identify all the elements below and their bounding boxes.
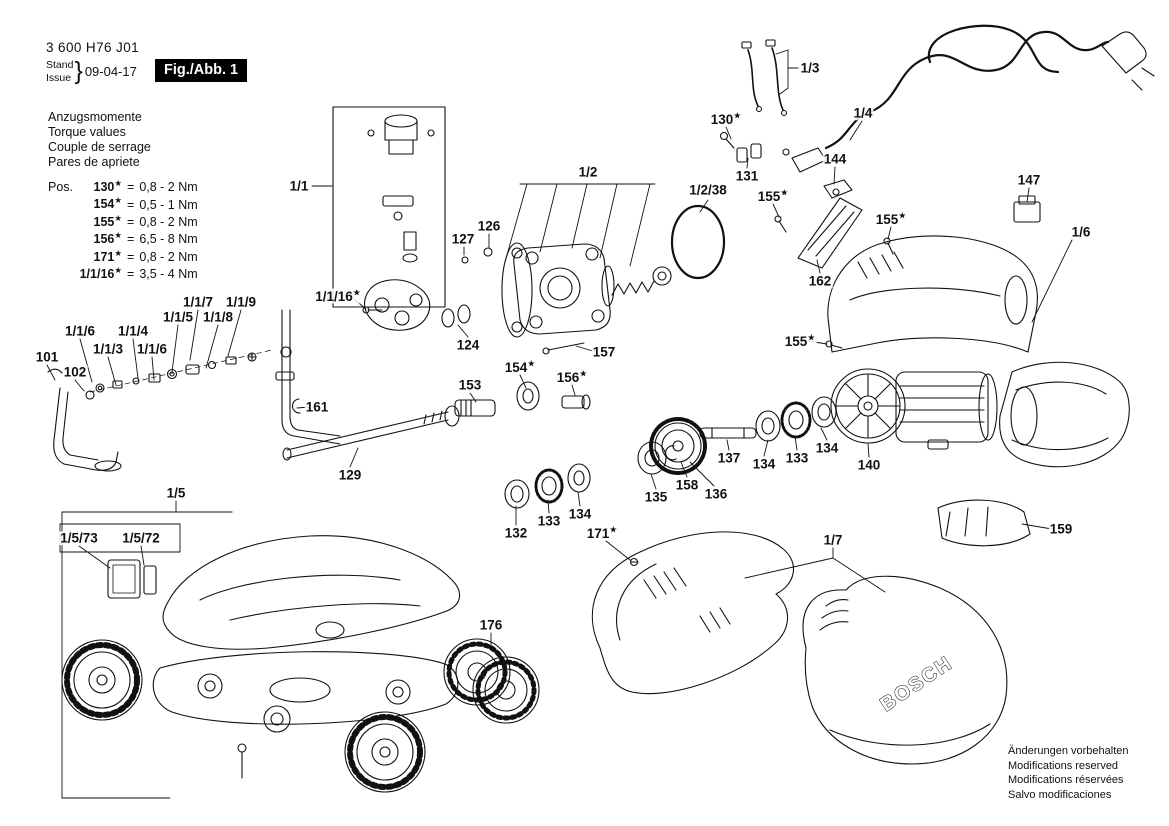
part-label-156: 156★	[555, 368, 589, 385]
part-label-155: 155★	[756, 187, 790, 204]
torque-heading: Anzugsmomente Torque values Couple de se…	[48, 110, 198, 170]
part-label-102: 102	[62, 364, 88, 380]
fastener-row	[89, 349, 273, 393]
pump-assembly	[441, 204, 726, 417]
part-label-133: 133	[536, 513, 562, 529]
part-label-135: 135	[643, 489, 669, 505]
part-label-101: 101	[34, 349, 60, 365]
motor-housing	[719, 131, 1130, 468]
part-label-171: 171★	[585, 524, 619, 541]
part-label-1-1-16: 1/1/16★	[314, 287, 362, 304]
leader-lines	[46, 49, 1073, 651]
footer-line-de: Änderungen vorbehalten	[1008, 745, 1129, 757]
power-cord	[782, 24, 1155, 173]
axle-tube	[282, 398, 460, 461]
torque-heading-fr: Couple de serrage	[48, 140, 151, 154]
part-label-132: 132	[503, 525, 529, 541]
part-label-158: 158	[674, 477, 700, 493]
torque-entry-156: 156★=6,5 - 8 Nm	[93, 230, 198, 247]
part-label-1-2-38: 1/2/38	[688, 182, 728, 198]
wire-pair	[741, 39, 788, 117]
stand-issue: Stand Issue } 09-04-17	[46, 57, 139, 86]
torque-heading-de: Anzugsmomente	[48, 110, 142, 124]
part-label-130: 130★	[709, 110, 743, 127]
part-label-1-1-9: 1/1/9	[224, 294, 258, 310]
footer-line-en: Modifications reserved	[1008, 759, 1119, 772]
deflector-bracket	[937, 499, 1031, 547]
part-label-136: 136	[703, 486, 729, 502]
part-label-133: 133	[784, 450, 810, 466]
part-label-1-5: 1/5	[165, 485, 187, 501]
part-label-1-1-6: 1/1/6	[63, 323, 97, 339]
motor-fan	[830, 368, 998, 450]
part-label-147: 147	[1016, 172, 1042, 188]
part-label-1-1-3: 1/1/3	[91, 341, 125, 357]
gear-train	[504, 396, 837, 509]
part-label-1-5-72: 1/5/72	[121, 530, 161, 546]
torque-entry-171: 171★=0,8 - 2 Nm	[93, 247, 198, 264]
upper-housing	[591, 531, 1008, 765]
part-label-1-7: 1/7	[822, 532, 844, 548]
stand-label: Stand	[46, 58, 74, 71]
part-label-176: 176	[478, 617, 504, 633]
part-label-162: 162	[807, 273, 833, 289]
part-label-1-1-7: 1/1/7	[181, 294, 215, 310]
part-label-127: 127	[450, 231, 476, 247]
part-label-159: 159	[1048, 521, 1074, 537]
part-label-155: 155★	[874, 210, 908, 227]
part-label-1-2: 1/2	[577, 164, 599, 180]
figure-badge: Fig./Abb. 1	[155, 59, 248, 82]
torque-block: Anzugsmomente Torque values Couple de se…	[48, 110, 198, 282]
part-label-161: 161	[304, 399, 330, 415]
part-label-137: 137	[716, 450, 742, 466]
footer-line-es: Salvo modificaciones	[1008, 788, 1112, 801]
part-label-144: 144	[822, 151, 848, 167]
header-block: 3 600 H76 J01 Stand Issue } 09-04-17	[46, 40, 139, 86]
part-label-1-1-4: 1/1/4	[116, 323, 150, 339]
part-label-1-5-73: 1/5/73	[59, 530, 99, 546]
part-label-134: 134	[567, 506, 593, 522]
issue-label: Issue	[46, 71, 72, 84]
part-label-153: 153	[457, 377, 483, 393]
assembly-1-1	[332, 106, 446, 331]
torque-entry-154: 154★=0,5 - 1 Nm	[93, 195, 198, 212]
issue-date: 09-04-17	[84, 64, 137, 79]
part-label-1-1-8: 1/1/8	[201, 309, 235, 325]
brace-glyph: }	[74, 57, 83, 85]
torque-entry-155: 155★=0,8 - 2 Nm	[93, 212, 198, 229]
part-label-1-6: 1/6	[1070, 224, 1092, 240]
part-label-129: 129	[337, 467, 363, 483]
bosch-logo: BOSCH	[876, 652, 956, 716]
part-label-154: 154★	[503, 358, 537, 375]
footer-line-fr: Modifications réservées	[1008, 774, 1124, 787]
part-label-1-3: 1/3	[799, 60, 821, 76]
torque-heading-es: Pares de apriete	[48, 155, 140, 169]
part-label-1-1-6: 1/1/6	[135, 341, 169, 357]
torque-entry-1-1-16: 1/1/16★=3,5 - 4 Nm	[79, 265, 198, 282]
part-label-134: 134	[814, 440, 840, 456]
manifold-pipes	[275, 309, 341, 445]
bracket-101-102	[47, 368, 122, 472]
part-label-1-1-5: 1/1/5	[161, 309, 195, 325]
torque-entry-130: Pos.130★=0,8 - 2 Nm	[48, 178, 198, 195]
part-label-140: 140	[856, 457, 882, 473]
part-label-155: 155★	[783, 332, 817, 349]
part-number: 3 600 H76 J01	[46, 40, 140, 55]
part-label-1-4: 1/4	[852, 105, 874, 121]
torque-heading-en: Torque values	[48, 125, 126, 139]
part-label-131: 131	[734, 168, 760, 184]
part-label-157: 157	[591, 344, 617, 360]
part-label-126: 126	[476, 218, 502, 234]
footer-block: Änderungen vorbehalten Modifications res…	[1008, 744, 1128, 802]
part-label-1-1: 1/1	[288, 178, 310, 194]
part-label-124: 124	[455, 337, 481, 353]
part-label-134: 134	[751, 456, 777, 472]
chassis	[59, 511, 540, 799]
